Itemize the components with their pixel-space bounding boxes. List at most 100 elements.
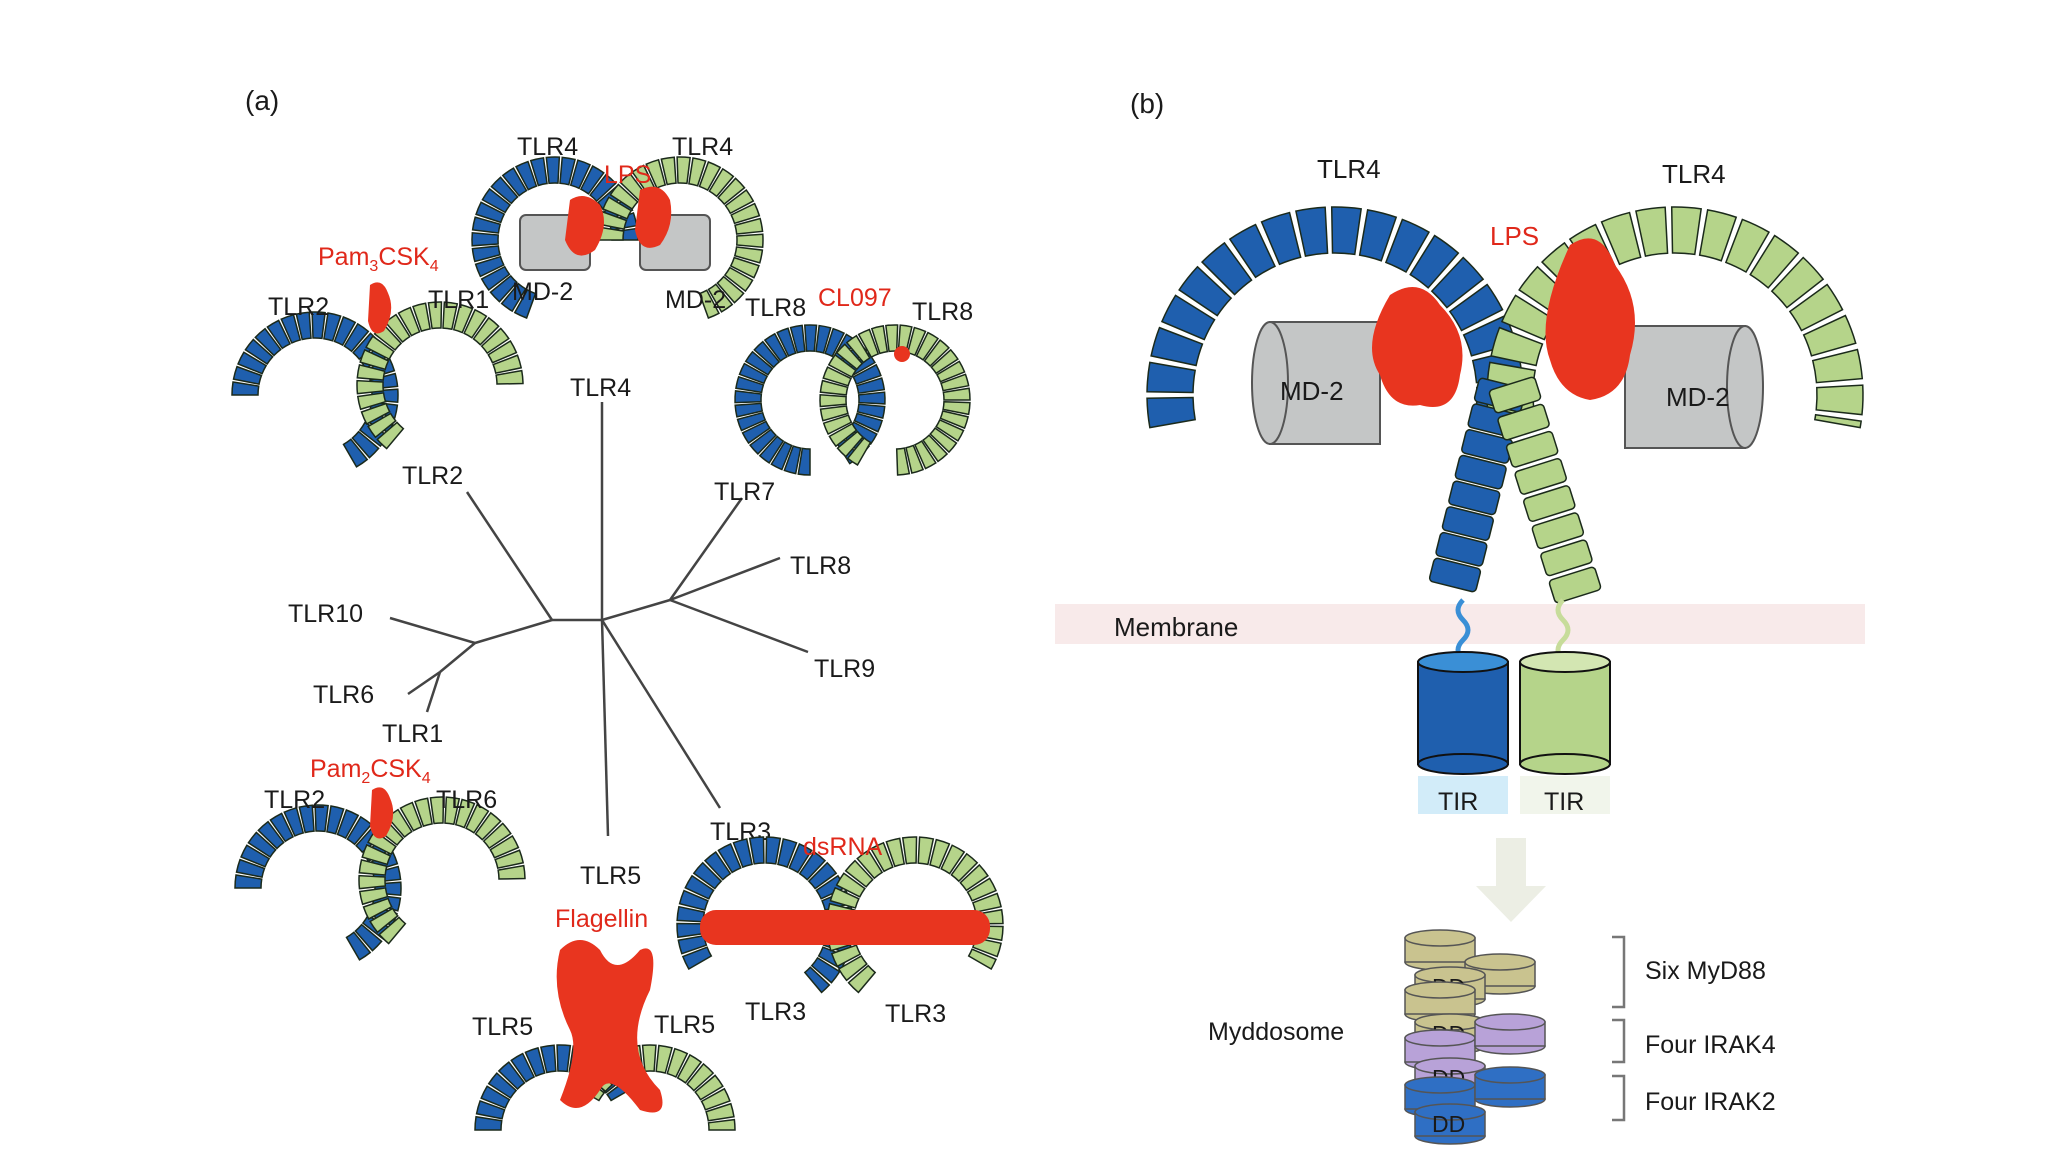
solenoid-segment <box>765 836 782 865</box>
solenoid-segment <box>1260 211 1302 266</box>
solenoid-segment <box>1788 283 1844 332</box>
solenoid-segment <box>676 156 691 185</box>
solenoid-segment <box>1358 208 1398 262</box>
stalk-segment <box>1531 512 1585 550</box>
tree-branch <box>439 642 476 673</box>
tree-branch-tlr1 <box>425 671 442 713</box>
solenoid-segment <box>700 1087 731 1111</box>
tlr4-b-right-label: TLR4 <box>1662 159 1726 189</box>
solenoid-segment <box>513 288 537 319</box>
solenoid-segment <box>717 843 742 874</box>
membrane-label: Membrane <box>1114 612 1238 642</box>
solenoid-segment <box>758 435 785 464</box>
death-domain-disc <box>1474 1013 1546 1055</box>
solenoid-segment <box>935 418 965 442</box>
solenoid-segment <box>463 308 488 339</box>
solenoid-segment <box>748 836 765 865</box>
solenoid-segment <box>559 156 576 186</box>
solenoid-segment <box>500 282 527 313</box>
solenoid-segment <box>829 886 860 909</box>
solenoid-segment <box>660 156 677 186</box>
solenoid-segment <box>681 946 713 971</box>
solenoid-segment <box>454 798 476 829</box>
solenoid-segment <box>935 360 966 383</box>
solenoid-segment <box>717 177 746 206</box>
solenoid-segment <box>254 327 282 357</box>
solenoid-segment <box>475 1099 506 1120</box>
solenoid-segment <box>803 324 818 352</box>
solenoid-segment <box>1146 396 1197 429</box>
dd-label: DD <box>1432 1111 1465 1137</box>
solenoid-segment <box>852 363 882 386</box>
solenoid-segment <box>677 934 708 955</box>
solenoid-segment <box>855 377 886 395</box>
solenoid-segment <box>545 156 561 185</box>
solenoid-segment <box>940 844 966 875</box>
solenoid-segment <box>360 402 391 425</box>
tir-left-label: TIR <box>1438 788 1478 816</box>
solenoid-segment <box>885 324 899 353</box>
pam3csk4-ligand <box>368 282 392 334</box>
tlr2-tlr1-complex <box>231 282 524 468</box>
solenoid-segment <box>853 412 884 433</box>
solenoid-segment <box>895 447 911 476</box>
stalk-segment <box>1448 480 1501 516</box>
solenoid-segment <box>237 351 268 375</box>
solenoid-segment <box>716 275 745 304</box>
solenoid-segment <box>645 158 667 189</box>
solenoid-segment <box>429 796 445 825</box>
lps-ligand-right <box>635 186 672 248</box>
solenoid-segment <box>922 434 949 463</box>
pam3csk4-label: Pam3CSK4 <box>318 243 439 275</box>
tree-label-tlr5: TLR5 <box>580 862 641 890</box>
panel-a: (a) TLR4 TLR2 TLR7 TLR8 TLR9 TLR10 TLR6 <box>231 85 1004 1131</box>
solenoid-segment <box>971 892 1002 913</box>
bracket-label-irak2: Four IRAK2 <box>1645 1088 1776 1116</box>
solenoid-segment <box>844 859 874 888</box>
solenoid-segment <box>847 964 877 994</box>
myddosome-stack: DDDDDDDD <box>1404 929 1546 1145</box>
solenoid-segment <box>510 1052 536 1083</box>
tlr8-right-label: TLR8 <box>912 298 973 326</box>
solenoid-segment <box>358 859 388 876</box>
tree-branch-tlr10 <box>389 616 476 645</box>
stalk-segment <box>1505 430 1559 468</box>
solenoid-segment <box>367 412 397 439</box>
solenoid-segment <box>399 801 423 832</box>
stalk-segment <box>1514 458 1567 495</box>
death-domain-disc <box>1474 1066 1546 1108</box>
solenoid-segment <box>819 379 849 396</box>
tlr1-top-label: TLR1 <box>428 286 489 314</box>
down-arrow-icon <box>1476 838 1546 922</box>
solenoid-segment <box>703 851 732 881</box>
solenoid-segment <box>797 447 811 476</box>
death-domain-disc: DD <box>1414 1103 1486 1145</box>
solenoid-segment <box>827 353 857 379</box>
solenoid-segment <box>835 872 866 898</box>
tlr8-cl097-complex <box>734 324 971 476</box>
solenoid-segment <box>915 331 940 361</box>
solenoid-segment <box>676 1053 703 1084</box>
tir-right-label: TIR <box>1544 788 1584 816</box>
pam2csk4-label: Pam2CSK4 <box>310 755 431 787</box>
lps-label: LPS <box>604 161 651 189</box>
solenoid-segment <box>857 328 880 359</box>
solenoid-segment <box>481 187 512 214</box>
solenoid-segment <box>1295 206 1329 257</box>
solenoid-segment <box>369 907 399 934</box>
tree-branch-tlr8 <box>669 556 781 602</box>
solenoid-segment <box>810 956 841 984</box>
solenoid-segment <box>356 392 387 411</box>
solenoid-segment <box>686 1062 715 1092</box>
solenoid-segment <box>819 393 847 408</box>
tree-label-tlr7: TLR7 <box>714 478 775 506</box>
solenoid-segment <box>362 897 393 920</box>
tlr6-horseshoe <box>358 796 526 945</box>
solenoid-segment <box>815 324 832 354</box>
solenoid-segment <box>269 812 295 843</box>
tlr8-left-label: TLR8 <box>745 294 806 322</box>
solenoid-segment <box>770 440 793 471</box>
solenoid-segment <box>901 836 918 865</box>
solenoid-segment <box>694 1074 724 1101</box>
